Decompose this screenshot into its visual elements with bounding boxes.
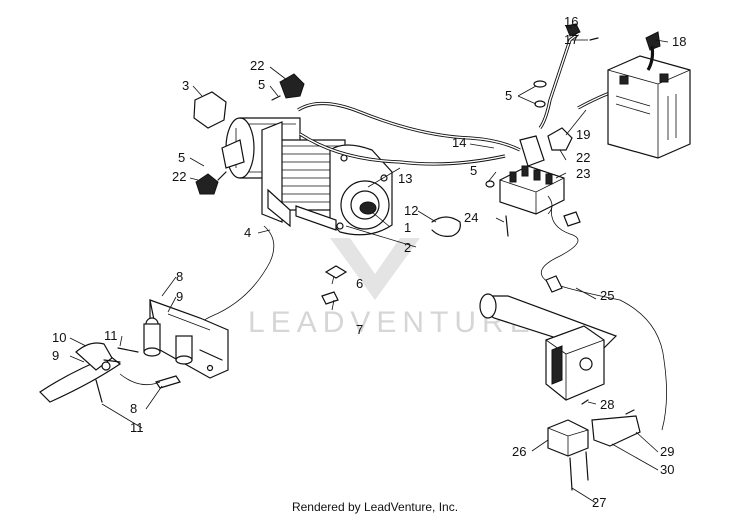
bracket-screw-right <box>585 451 589 481</box>
terminal-boot-lower <box>195 171 227 195</box>
terminal-boot-contactor <box>547 127 573 151</box>
callout-18: 16 <box>564 14 578 29</box>
callout-22-upper: 22 <box>250 58 264 73</box>
pin <box>117 347 139 353</box>
switch-bracket <box>547 409 641 457</box>
contactor-solenoid <box>499 135 565 215</box>
power-cables <box>297 101 521 166</box>
callout-15: 12 <box>404 203 418 218</box>
callout-30: 30 <box>660 462 674 477</box>
callout-1: 1 <box>404 220 411 235</box>
callout-13: 11 <box>130 420 144 435</box>
watermark: LEADVENTURE <box>248 238 530 339</box>
callout-10: 8 <box>130 401 137 416</box>
callout-6: 6 <box>356 276 363 291</box>
wiring-harness <box>540 205 667 431</box>
screw-28 <box>581 399 589 405</box>
callout-11: 9 <box>52 348 59 363</box>
bracket-screw-left <box>569 457 573 491</box>
callout-5-left: 5 <box>178 150 185 165</box>
callout-25: 25 <box>600 288 614 303</box>
callout-23: 23 <box>576 166 590 181</box>
terminal-boot-upper <box>271 73 305 101</box>
leader-lines <box>69 25 669 504</box>
cover-plate <box>193 91 227 129</box>
callout-2: 2 <box>404 240 411 255</box>
battery-cables <box>538 32 619 129</box>
screw <box>155 375 181 389</box>
brake-lever <box>39 342 122 403</box>
callout-5-contactor: 5 <box>505 88 512 103</box>
callout-27: 27 <box>592 495 606 510</box>
nut-contactor <box>485 180 495 188</box>
callout-7: 7 <box>356 322 363 337</box>
callout-29: 29 <box>660 444 674 459</box>
callout-14: 11 <box>104 328 118 343</box>
callout-9: 9 <box>176 289 183 304</box>
callout-5-upper: 5 <box>258 77 265 92</box>
footer-credit: Rendered by LeadVenture, Inc. <box>291 500 459 514</box>
mount-bolt <box>505 215 509 237</box>
callout-19: 17 <box>564 32 578 47</box>
callout-3: 3 <box>182 78 189 93</box>
bolt <box>321 291 339 305</box>
callout-17: 14 <box>452 135 466 150</box>
washer <box>324 265 348 279</box>
callout-12: 10 <box>52 330 66 345</box>
callout-28: 28 <box>600 397 614 412</box>
callout-22-contactor: 22 <box>576 150 590 165</box>
callout-22-left: 22 <box>172 169 186 184</box>
battery <box>607 55 691 159</box>
callout-4: 4 <box>244 225 251 240</box>
callout-5-lower: 5 <box>470 163 477 178</box>
callout-8: 8 <box>176 269 183 284</box>
nut-upper <box>534 100 546 108</box>
pivot-bolt <box>95 379 103 403</box>
callout-20: 18 <box>672 34 686 49</box>
battery-terminal-cap <box>645 31 661 51</box>
callout-labels: 3 22 5 5 22 4 13 14 12 1 2 6 7 8 9 11 10… <box>52 14 686 510</box>
callout-21: 19 <box>576 127 590 142</box>
hose-clamp <box>431 216 461 237</box>
switch-wire <box>119 373 161 386</box>
callout-26: 26 <box>512 444 526 459</box>
winch-assembly <box>221 117 393 236</box>
callout-24: 24 <box>464 210 478 225</box>
throttle-switch-housing <box>545 325 605 401</box>
callout-16: 13 <box>398 171 412 186</box>
washer-upper <box>533 80 547 88</box>
switch-mount-assembly <box>143 299 229 379</box>
